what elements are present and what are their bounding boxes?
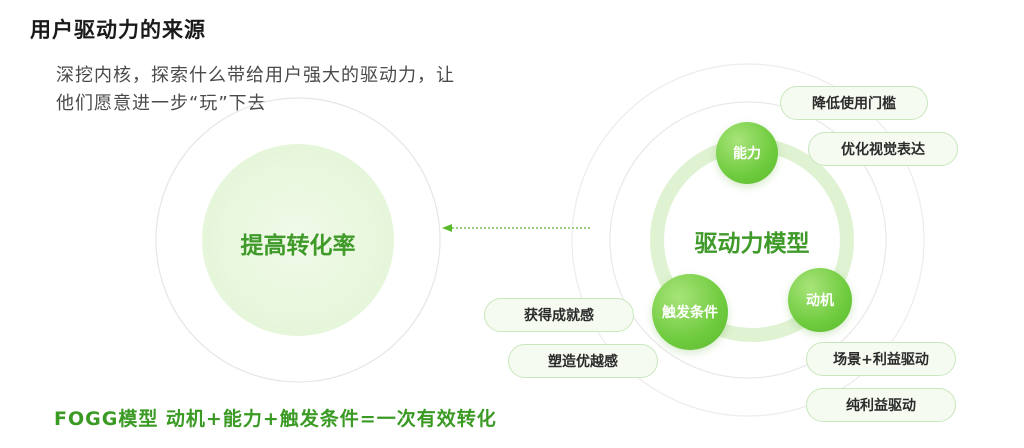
node-trigger: 触发条件 [652,274,728,350]
tag-visual-expression: 优化视觉表达 [808,132,958,166]
tag-pure-benefit: 纯利益驱动 [806,388,956,422]
page-subtitle: 深挖内核，探索什么带给用户强大的驱动力，让他们愿意进一步“玩”下去 [56,65,455,114]
tag-scene-benefit: 场景+利益驱动 [806,342,956,376]
left-circle-label: 提高转化率 [240,233,356,259]
page-title: 用户驱动力的来源 [30,18,206,42]
footer-formula: FOGG模型 动机+能力+触发条件=一次有效转化 [54,408,497,430]
right-outer-ring-2 [609,101,887,379]
left-outer-ring [155,97,441,383]
node-ability: 能力 [716,122,778,184]
tag-lower-barrier: 降低使用门槛 [780,86,928,120]
node-motivation: 动机 [788,268,852,332]
arrow-head-icon [442,224,452,232]
right-outer-ring-1 [571,63,925,417]
tag-superiority: 塑造优越感 [508,344,658,378]
model-label: 驱动力模型 [694,231,810,257]
tag-achievement: 获得成就感 [484,298,634,332]
left-inner-circle [202,144,394,336]
